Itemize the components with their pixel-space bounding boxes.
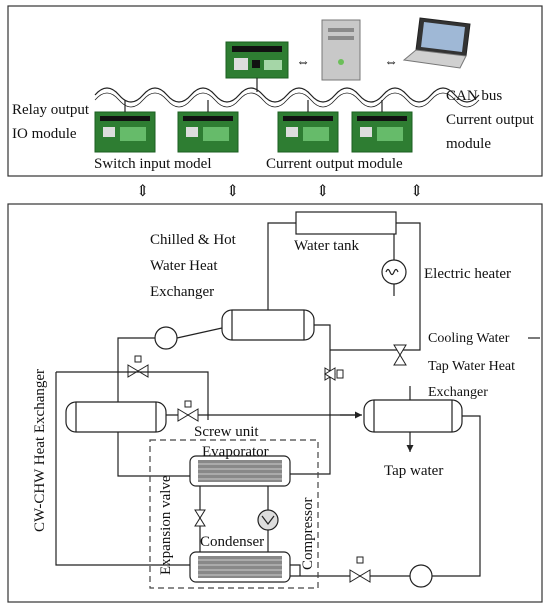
label-water-heat: Water Heat xyxy=(150,258,218,274)
panel-connector-arrows: ⇕ ⇕ ⇕ ⇕ xyxy=(136,183,423,200)
pump-icon-1 xyxy=(154,326,178,350)
link-arrow-icon: ⇔ xyxy=(296,55,310,70)
electric-heater-icon xyxy=(381,259,407,285)
label-electric-heater: Electric heater xyxy=(424,266,511,282)
label-chilled-hot: Chilled & Hot xyxy=(150,232,237,248)
switch-input-module-board xyxy=(177,111,239,153)
valve-icon-3 xyxy=(127,355,149,378)
pump-icon-2 xyxy=(409,564,433,588)
label-relay-output: Relay output xyxy=(12,102,90,118)
can-bus-cable xyxy=(94,87,480,103)
svg-text:⇔: ⇔ xyxy=(384,55,398,70)
label-screw-unit: Screw unit xyxy=(194,424,259,440)
label-module: module xyxy=(446,136,491,152)
label-exchanger-1: Exchanger xyxy=(150,284,214,300)
label-can-bus: CAN bus xyxy=(446,88,502,104)
label-compressor: Compressor xyxy=(300,498,316,571)
relay-io-module-board xyxy=(94,111,156,153)
tap-water-heat-exchanger xyxy=(363,399,463,433)
svg-text:⇕: ⇕ xyxy=(226,183,239,200)
label-exchanger-2: Exchanger xyxy=(428,385,488,400)
label-io-module: IO module xyxy=(12,126,77,142)
svg-text:⇔: ⇔ xyxy=(296,55,310,70)
gateway-board-icon xyxy=(225,41,289,79)
chilled-hot-heat-exchanger xyxy=(221,309,315,341)
current-output-module-board-2 xyxy=(351,111,413,153)
valve-icon-4 xyxy=(177,400,199,422)
label-current-output-module: Current output module xyxy=(266,156,403,172)
current-output-module-board-1 xyxy=(277,111,339,153)
computer-tower-icon xyxy=(321,19,361,81)
process-panel-frame xyxy=(7,203,543,603)
cw-chw-heat-exchanger xyxy=(65,401,167,433)
label-current-output: Current output xyxy=(446,112,535,128)
label-tap-water-heat: Tap Water Heat xyxy=(428,359,515,374)
label-condenser: Condenser xyxy=(200,534,264,550)
label-evaporator: Evaporator xyxy=(202,444,269,460)
expansion-valve-icon xyxy=(194,509,206,527)
valve-icon-1 xyxy=(324,367,344,381)
label-switch-input-model: Switch input model xyxy=(94,156,212,172)
label-cooling-water: Cooling Water xyxy=(428,331,510,346)
control-panel-frame xyxy=(7,5,543,177)
label-water-tank: Water tank xyxy=(294,238,360,254)
svg-text:⇕: ⇕ xyxy=(136,183,149,200)
label-expansion-valve: Expansion valve xyxy=(158,475,174,575)
valve-icon-2 xyxy=(393,344,407,366)
label-tap-water: Tap water xyxy=(384,463,443,479)
valve-icon-5 xyxy=(349,556,371,583)
screw-unit-boundary xyxy=(149,439,319,589)
laptop-icon xyxy=(402,17,471,69)
link-arrow-icon-2: ⇔ xyxy=(384,55,398,70)
compressor-icon xyxy=(257,509,279,531)
label-cw-chw: CW-CHW Heat Exchanger xyxy=(32,369,48,532)
water-tank xyxy=(295,211,397,235)
condenser xyxy=(189,551,291,583)
svg-text:⇕: ⇕ xyxy=(410,183,423,200)
evaporator xyxy=(189,455,291,487)
svg-text:⇕: ⇕ xyxy=(316,183,329,200)
